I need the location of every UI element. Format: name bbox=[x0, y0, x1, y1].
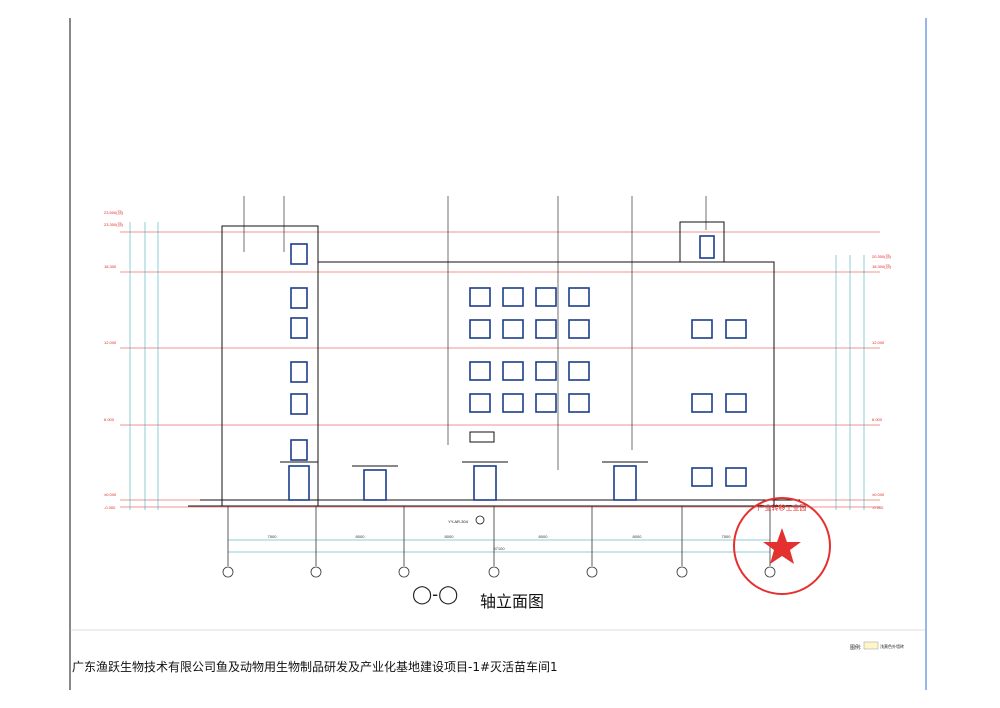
leader-lines bbox=[243, 196, 707, 470]
dimension-label: 8000 bbox=[445, 534, 455, 539]
building-outline bbox=[188, 221, 806, 507]
elevation-lines bbox=[120, 231, 880, 508]
doors bbox=[288, 465, 637, 501]
detail-callout-marker bbox=[475, 515, 485, 525]
door-canopies bbox=[280, 431, 648, 467]
elevation-label-left: 23.300(顶) bbox=[104, 222, 124, 227]
svg-text:产业转移工业园: 产业转移工业园 bbox=[758, 503, 807, 512]
elevation-label-left: 18.300 bbox=[104, 264, 117, 269]
axis-end-symbol: ◯ bbox=[438, 584, 459, 604]
dimension-label: 8000 bbox=[633, 534, 643, 539]
elevation-label-left: 12.000 bbox=[104, 340, 117, 345]
elevation-label-right: 18.300(顶) bbox=[872, 264, 892, 269]
project-title: 广东渔跃生物技术有限公司鱼及动物用生物制品研发及产业化基地建设项目-1#灭活苗车… bbox=[72, 660, 558, 674]
elevation-label-right: 6.000 bbox=[872, 417, 883, 422]
legend-label: 图例: bbox=[850, 645, 862, 651]
legend-swatch bbox=[863, 641, 879, 650]
window-grid bbox=[469, 235, 747, 487]
elevation-label-left: 23.500(顶) bbox=[104, 210, 124, 215]
company-stamp: 产业转移工业园 bbox=[733, 497, 831, 595]
elevation-axis-label: ◯-◯ bbox=[412, 584, 458, 605]
left-dimension-chain bbox=[129, 222, 159, 510]
bottom-dimensions bbox=[228, 539, 770, 553]
elevation-label-right: -0.300 bbox=[872, 505, 884, 510]
elevation-label-left: -0.300 bbox=[104, 505, 116, 510]
elevation-title: 轴立面图 bbox=[480, 592, 545, 611]
dimension-label: 7500 bbox=[722, 534, 732, 539]
axis-separator: - bbox=[432, 584, 439, 604]
elevation-label-right: 12.000 bbox=[872, 340, 885, 345]
elevation-label-left: 6.000 bbox=[104, 417, 115, 422]
elevation-label-right: ±0.000 bbox=[872, 492, 885, 497]
elevation-label-left: ±0.000 bbox=[104, 492, 117, 497]
axis-markers bbox=[222, 506, 776, 578]
dimension-total: 47100 bbox=[493, 546, 505, 551]
legend-text: 浅黄色外墙砖 bbox=[880, 644, 904, 649]
elevation-label-right: 20.300(顶) bbox=[872, 254, 892, 259]
stair-tower-windows bbox=[290, 243, 308, 461]
detail-callout-tag: YY-AR-304 bbox=[448, 519, 469, 524]
dimension-label: 8000 bbox=[356, 534, 366, 539]
dimension-label: 7500 bbox=[268, 534, 278, 539]
dimension-label: 8000 bbox=[539, 534, 549, 539]
right-dimension-chain bbox=[835, 255, 865, 510]
axis-start-symbol: ◯ bbox=[412, 584, 433, 604]
